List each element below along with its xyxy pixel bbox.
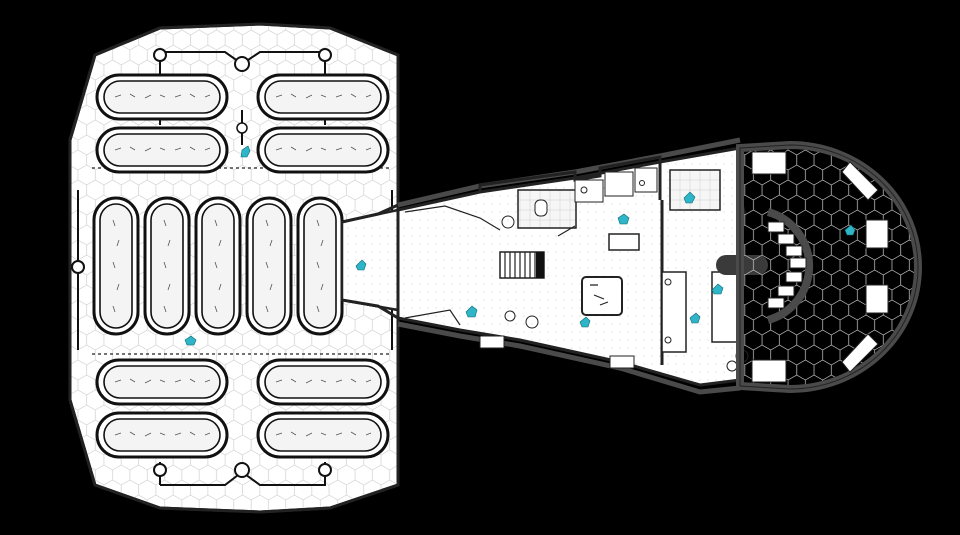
chairs <box>767 221 807 309</box>
long-tanks-top <box>95 73 390 174</box>
person-icon <box>683 191 696 204</box>
top-rooms <box>478 155 662 237</box>
pipe-nodes <box>71 48 332 478</box>
occupants <box>184 145 856 346</box>
connecting-corridor <box>340 203 400 320</box>
staircase <box>499 251 545 279</box>
person-icon <box>617 213 630 225</box>
person-icon <box>355 259 367 271</box>
observation-pod <box>736 140 922 394</box>
person-icon <box>465 305 478 318</box>
window-panels <box>751 151 889 383</box>
vertical-tanks <box>92 196 344 336</box>
person-icon <box>240 145 251 158</box>
person-icon <box>711 283 724 295</box>
plant-marks <box>112 93 372 437</box>
long-tanks-bottom <box>95 358 390 459</box>
hydroponic-farm-module <box>68 22 400 514</box>
living-quarters <box>396 137 768 395</box>
shower-room <box>669 169 721 211</box>
person-icon <box>844 224 856 236</box>
person-icon <box>689 312 701 324</box>
bathroom <box>517 189 577 229</box>
seating-arc <box>766 208 814 324</box>
person-icon <box>579 316 591 328</box>
person-icon <box>184 335 197 346</box>
